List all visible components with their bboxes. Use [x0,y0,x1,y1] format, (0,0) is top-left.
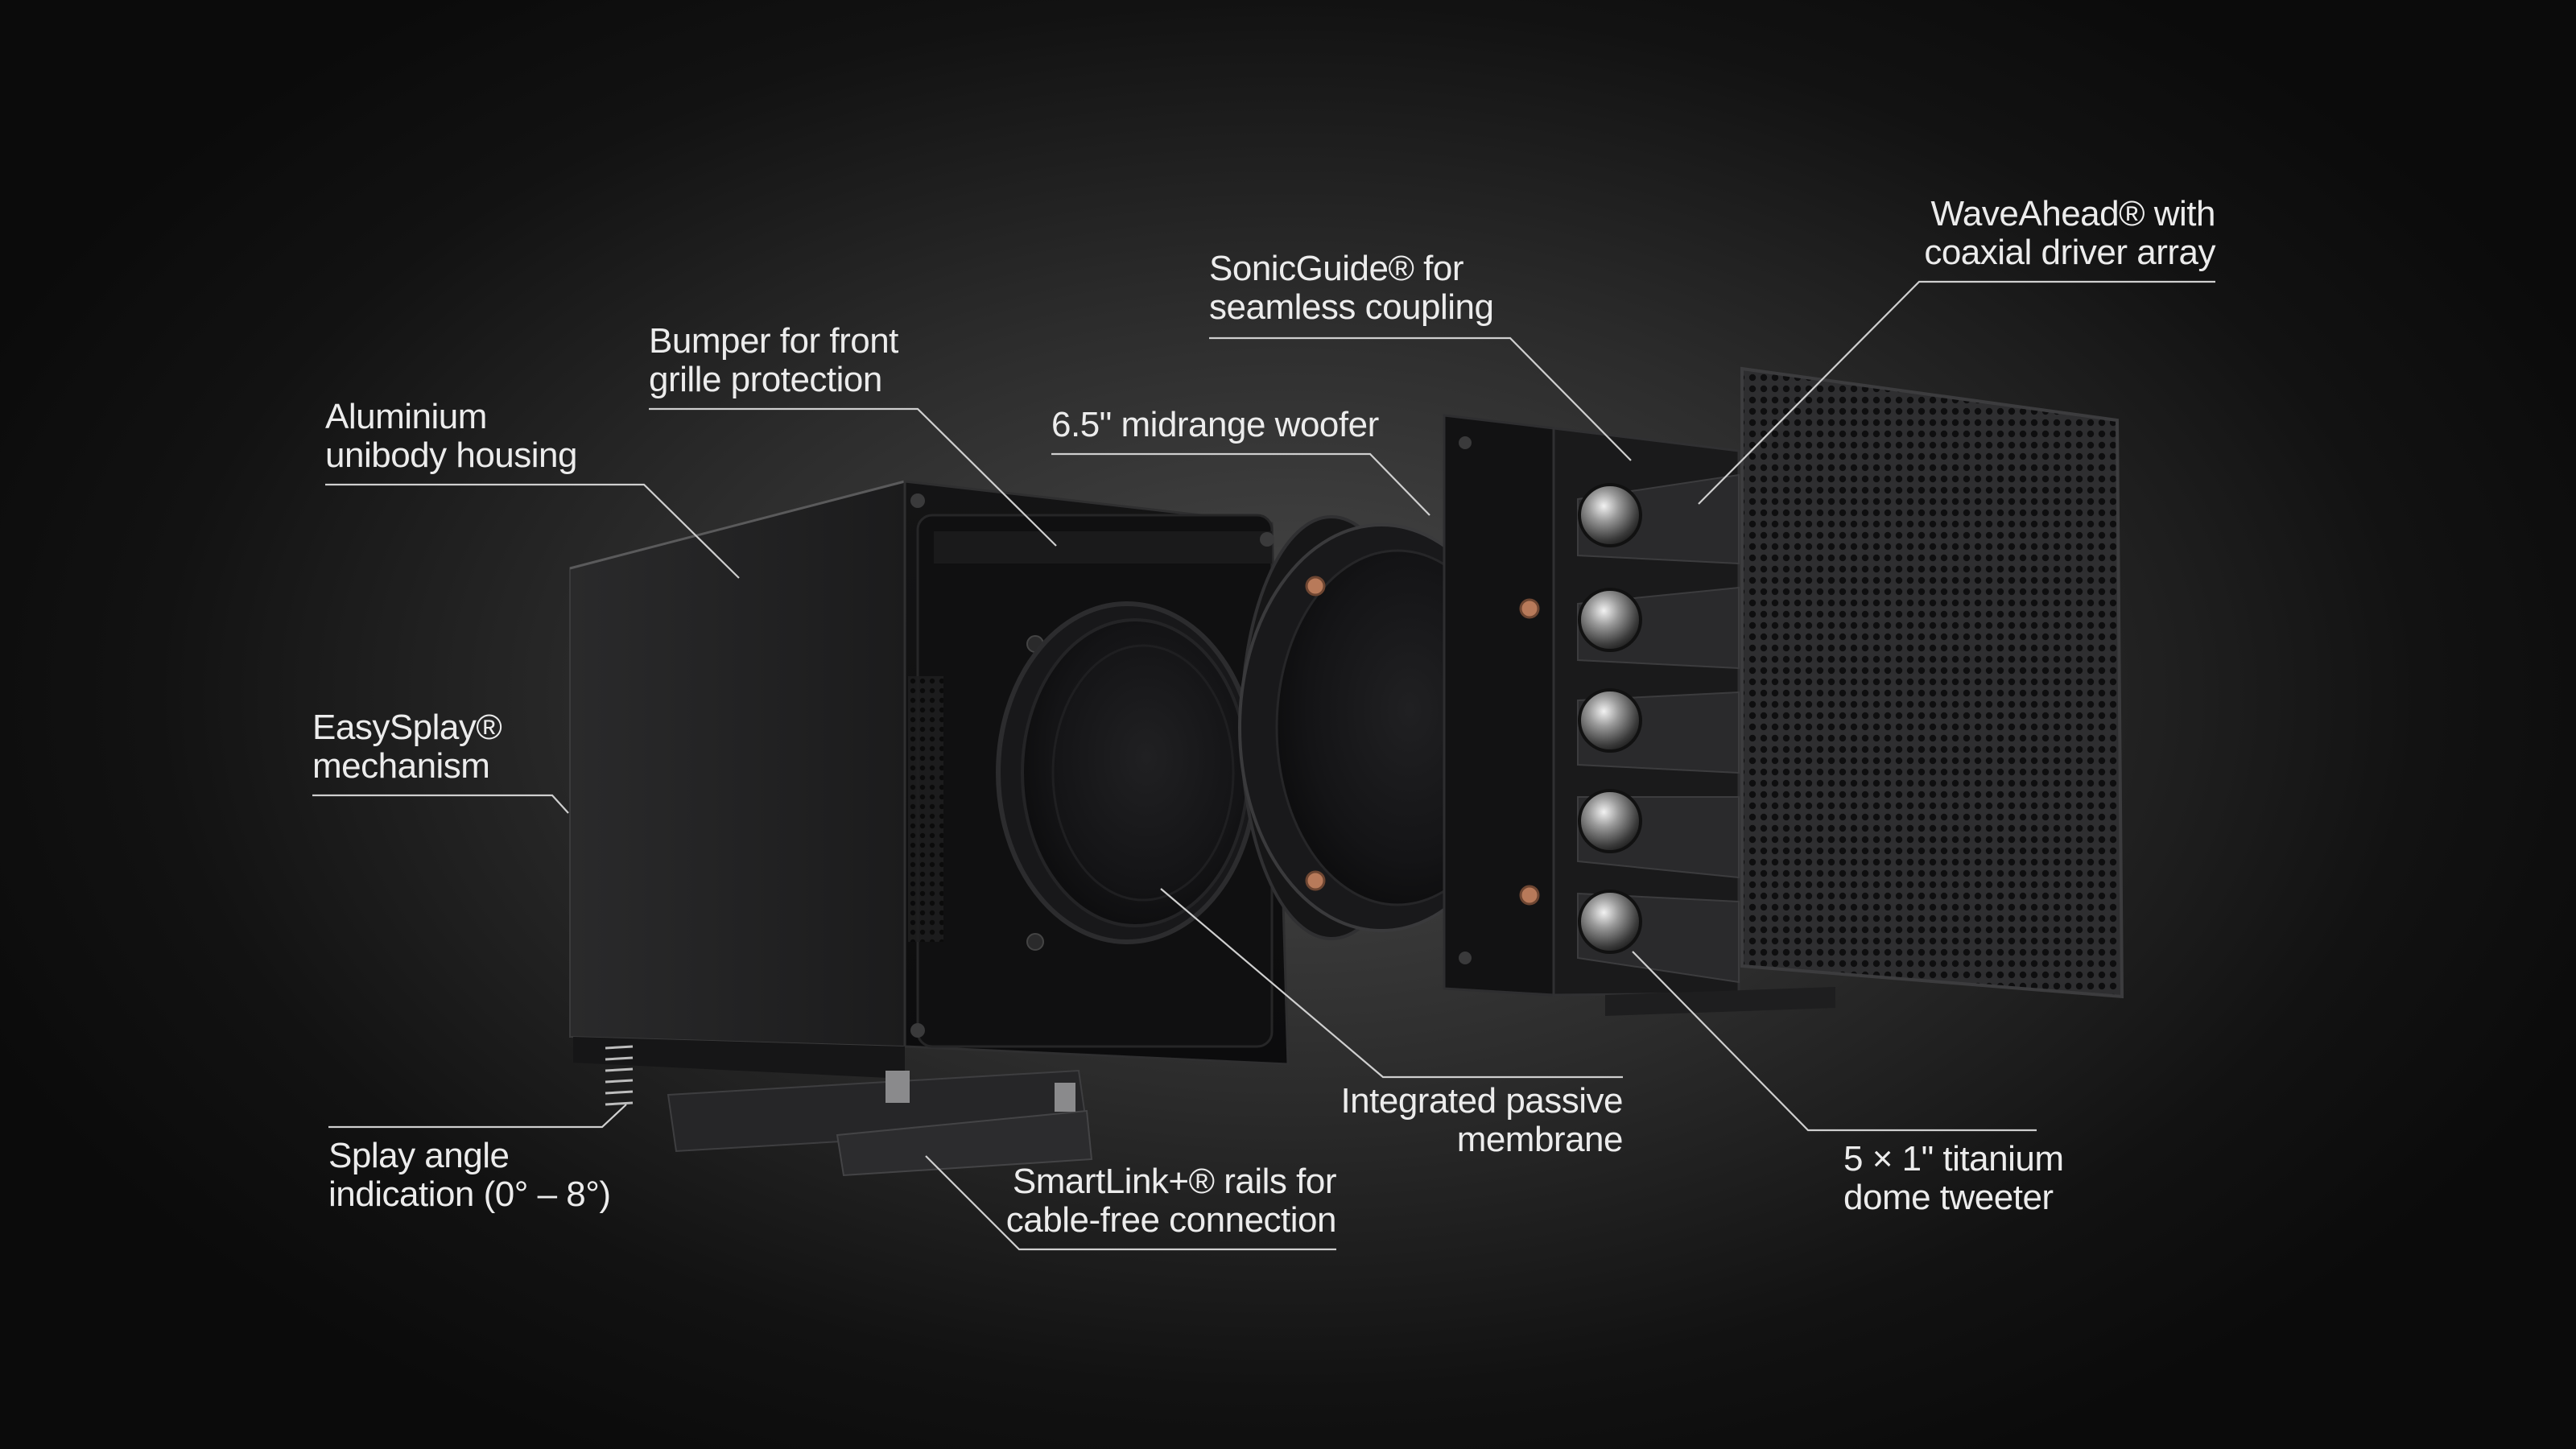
callout-line: Splay angle [328,1136,510,1175]
leader-easysplay [312,794,569,814]
leader-tweeter [1632,951,2037,1132]
callout-line: dome tweeter [1843,1178,2054,1217]
callout-passive-membrane: Integrated passive membrane [1340,1082,1623,1159]
callout-woofer: 6.5" midrange woofer [1051,406,1379,444]
callout-easysplay: EasySplay® mechanism [312,708,502,786]
callout-aluminium-housing: Aluminium unibody housing [325,398,577,475]
callout-line: seamless coupling [1209,287,1494,327]
tweeter-domes [1578,483,1642,954]
callout-line: WaveAhead® with [1930,194,2216,233]
callout-line: EasySplay® [312,708,502,747]
waveguide-panel-illustration [1443,414,1835,1016]
callout-bumper: Bumper for front grille protection [649,322,898,399]
callout-line: Integrated passive [1340,1081,1623,1121]
callout-line: Aluminium [325,397,487,436]
callout-line: cable-free connection [1005,1200,1337,1240]
callout-sonicguide: SonicGuide® for seamless coupling [1209,249,1494,327]
leader-smartlink [925,1155,1336,1251]
callout-line: 6.5" midrange woofer [1051,405,1379,444]
perforated-grille-illustration [1740,366,2124,999]
leader-sonicguide [1209,336,1632,461]
callout-line: 5 × 1" titanium [1843,1139,2064,1179]
callout-tweeter: 5 × 1" titanium dome tweeter [1843,1140,2064,1217]
leader-splay [328,1104,627,1129]
callout-line: coaxial driver array [1924,233,2215,272]
callout-line: indication (0° – 8°) [328,1174,611,1214]
leader-woofer [1051,452,1430,516]
callout-line: SonicGuide® for [1209,249,1463,288]
speaker-housing-illustration [569,480,1290,1177]
leader-lines [312,280,2215,1251]
callout-line: grille protection [649,360,882,399]
callout-line: unibody housing [325,436,577,475]
leader-passive [1160,888,1623,1079]
leader-waveahead [1698,280,2215,505]
callout-waveahead: WaveAhead® with coaxial driver array [1924,195,2215,272]
callout-line: membrane [1456,1120,1624,1159]
callout-smartlink: SmartLink+® rails for cable-free connect… [1005,1162,1337,1240]
callout-line: Bumper for front [649,321,898,361]
callout-line: SmartLink+® rails for [1012,1162,1337,1201]
callout-splay-angle: Splay angle indication (0° – 8°) [328,1137,611,1214]
callout-line: mechanism [312,746,490,786]
leader-housing [325,483,740,579]
leader-bumper [649,407,1057,547]
